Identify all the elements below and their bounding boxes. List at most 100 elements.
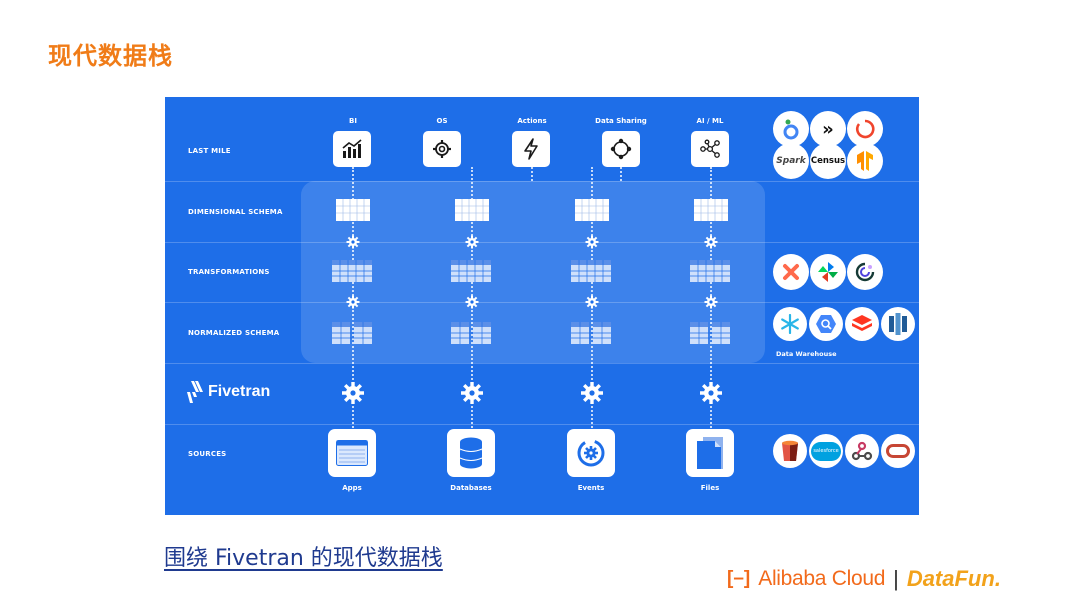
column-label-actions: Actions bbox=[517, 117, 547, 125]
redshift-icon bbox=[889, 313, 907, 335]
diagram-caption: 围绕 Fivetran 的现代数据栈 bbox=[164, 546, 443, 571]
band-divider bbox=[165, 363, 919, 364]
fivetran-label: Fivetran bbox=[208, 383, 271, 400]
gear-icon bbox=[346, 235, 360, 249]
alibaba-cloud-logo: Alibaba Cloud bbox=[758, 567, 886, 590]
bi-tile bbox=[333, 131, 371, 167]
tensorflow-icon bbox=[857, 151, 873, 171]
airflow-logo bbox=[810, 254, 846, 290]
dbt-icon bbox=[783, 264, 799, 280]
band-divider bbox=[165, 424, 919, 425]
ai-ml-tile bbox=[691, 131, 729, 167]
arrows-logo: » bbox=[810, 111, 846, 147]
gear-icon bbox=[433, 140, 451, 158]
fivetran-gear-icon bbox=[581, 382, 603, 404]
census-logo: Census bbox=[810, 143, 846, 179]
dbt-logo bbox=[773, 254, 809, 290]
hex-logo bbox=[847, 111, 883, 147]
transformation-table-icon bbox=[451, 260, 491, 282]
row-label-dimensional-schema: DIMENSIONAL SCHEMA bbox=[188, 208, 283, 216]
row-label-sources: SOURCES bbox=[188, 450, 227, 458]
fivetran-gear-icon bbox=[700, 382, 722, 404]
dimensional-table-icon bbox=[336, 199, 370, 221]
column-connector bbox=[531, 167, 533, 181]
transformation-table-icon bbox=[690, 260, 730, 282]
looker-icon bbox=[783, 119, 799, 140]
column-connector bbox=[352, 167, 354, 467]
oracle-icon bbox=[886, 444, 910, 458]
dagster-logo bbox=[847, 254, 883, 290]
gear-icon bbox=[704, 295, 718, 309]
gear-icon bbox=[346, 295, 360, 309]
tensorflow-logo bbox=[847, 143, 883, 179]
column-label-ai-ml: AI / ML bbox=[696, 117, 724, 125]
column-connector bbox=[710, 167, 712, 467]
data-sharing-tile bbox=[602, 131, 640, 167]
column-label-data-sharing: Data Sharing bbox=[595, 117, 647, 125]
salesforce-logo: salesforce bbox=[809, 434, 843, 468]
webhook-icon bbox=[851, 441, 873, 461]
column-label-bi: BI bbox=[349, 117, 357, 125]
databricks-logo bbox=[845, 307, 879, 341]
databases-tile bbox=[447, 429, 495, 477]
fivetran-gear-icon bbox=[342, 382, 364, 404]
gear-icon bbox=[585, 295, 599, 309]
normalized-table-icon bbox=[690, 322, 730, 344]
fivetran-mark-icon bbox=[187, 381, 203, 403]
dimensional-table-icon bbox=[575, 199, 609, 221]
network-icon bbox=[700, 139, 720, 158]
row-label-last-mile: LAST MILE bbox=[188, 147, 231, 155]
file-icon bbox=[697, 437, 723, 469]
normalized-table-icon bbox=[451, 322, 491, 344]
source-label-files: Files bbox=[700, 484, 720, 492]
events-tile bbox=[567, 429, 615, 477]
dimensional-table-icon bbox=[694, 199, 728, 221]
modern-data-stack-diagram: LAST MILE DIMENSIONAL SCHEMA TRANSFORMAT… bbox=[165, 97, 919, 515]
datafun-logo: DataFun. bbox=[906, 566, 1001, 591]
fivetran-logo: Fivetran bbox=[187, 381, 270, 403]
bigquery-logo bbox=[809, 307, 843, 341]
share-node-icon bbox=[610, 138, 632, 160]
alibaba-cloud-mark-icon: [–] bbox=[727, 568, 751, 589]
normalized-table-icon bbox=[332, 322, 372, 344]
transformation-table-icon bbox=[332, 260, 372, 282]
band-divider bbox=[165, 242, 919, 243]
gear-icon bbox=[585, 235, 599, 249]
bigquery-icon bbox=[816, 315, 836, 333]
band-divider bbox=[165, 302, 919, 303]
brand-divider: | bbox=[893, 566, 899, 591]
ring-logo-icon bbox=[855, 119, 875, 139]
snowflake-icon bbox=[781, 314, 799, 334]
dimensional-table-icon bbox=[455, 199, 489, 221]
gear-icon bbox=[704, 235, 718, 249]
gear-icon bbox=[465, 295, 479, 309]
column-connector bbox=[591, 167, 593, 467]
files-tile bbox=[686, 429, 734, 477]
bar-chart-icon bbox=[342, 139, 362, 158]
row-label-transformations: TRANSFORMATIONS bbox=[188, 268, 270, 276]
transformation-table-icon bbox=[571, 260, 611, 282]
actions-tile bbox=[512, 131, 550, 167]
source-label-databases: Databases bbox=[450, 484, 492, 492]
lightning-icon bbox=[524, 138, 538, 160]
looker-logo bbox=[773, 111, 809, 147]
database-icon bbox=[459, 437, 483, 469]
data-warehouse-label: Data Warehouse bbox=[776, 350, 837, 358]
row-label-normalized-schema: NORMALIZED SCHEMA bbox=[188, 329, 280, 337]
salesforce-cloud-icon: salesforce bbox=[811, 441, 841, 461]
normalized-table-icon bbox=[571, 322, 611, 344]
events-gear-icon bbox=[577, 439, 605, 467]
column-connector bbox=[620, 167, 622, 181]
swirl-icon bbox=[855, 262, 875, 282]
apps-tile bbox=[328, 429, 376, 477]
fivetran-gear-icon bbox=[461, 382, 483, 404]
s3-bucket-icon bbox=[782, 440, 798, 461]
column-connector bbox=[471, 167, 473, 467]
snowflake-logo bbox=[773, 307, 807, 341]
source-label-events: Events bbox=[577, 484, 605, 492]
databricks-icon bbox=[852, 315, 872, 331]
redshift-logo bbox=[881, 307, 915, 341]
footer-brand: [–] Alibaba Cloud | DataFun. bbox=[727, 566, 1001, 592]
app-window-icon bbox=[336, 440, 368, 466]
webhooks-logo bbox=[845, 434, 879, 468]
